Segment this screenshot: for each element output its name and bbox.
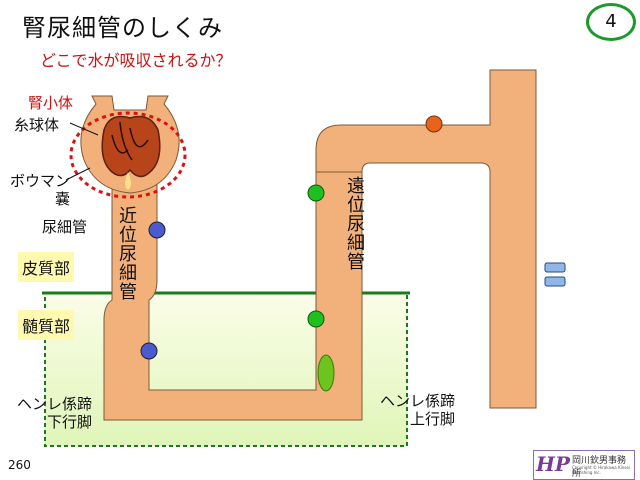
renal-corpuscle-ring [69, 111, 187, 199]
label-henle-ascending: ヘンレ係蹄 上行脚 [379, 392, 455, 428]
label-cortex: 皮質部 [18, 252, 75, 282]
slide-number-badge: 4 [586, 3, 636, 41]
green-channel-dot [307, 184, 325, 202]
label-proximal-tubule: 近位尿細管 [116, 206, 137, 301]
label-renal-tubule: 尿細管 [42, 218, 88, 236]
logo-mark: HP [536, 452, 570, 476]
logo-name: 岡川欽男事務所 [572, 456, 627, 479]
label-henle-descending: ヘンレ係蹄 下行脚 [16, 395, 92, 431]
label-renal-corpuscle: 腎小体 [28, 94, 74, 112]
page-subtitle: どこで水が吸収されるか？ [40, 51, 232, 70]
green-channel-dot [317, 354, 335, 392]
page-number: 260 [8, 458, 31, 472]
publisher-logo: HP 岡川欽男事務所 Copyright © Hirakawa Kinsei P… [533, 450, 635, 480]
label-medulla: 髄質部 [18, 310, 75, 340]
glomerulus [101, 115, 161, 178]
label-bowman-capsule: ボウマン 嚢 [9, 172, 70, 208]
page-title: 腎尿細管のしくみ [22, 14, 223, 42]
duct-channel [544, 262, 566, 287]
blue-channel-dot [148, 221, 166, 239]
renal-tubule [103, 171, 363, 421]
filtrate-drop [125, 172, 131, 190]
label-distal-tubule: 遠位尿細管 [344, 176, 365, 271]
logo-copyright: Copyright © Hirakawa Kinsei Publishing I… [572, 465, 630, 475]
green-channel-dot [307, 310, 325, 328]
blue-channel-dot [140, 342, 158, 360]
label-glomerulus: 糸球体 [14, 116, 60, 134]
orange-channel-dot [425, 115, 443, 133]
